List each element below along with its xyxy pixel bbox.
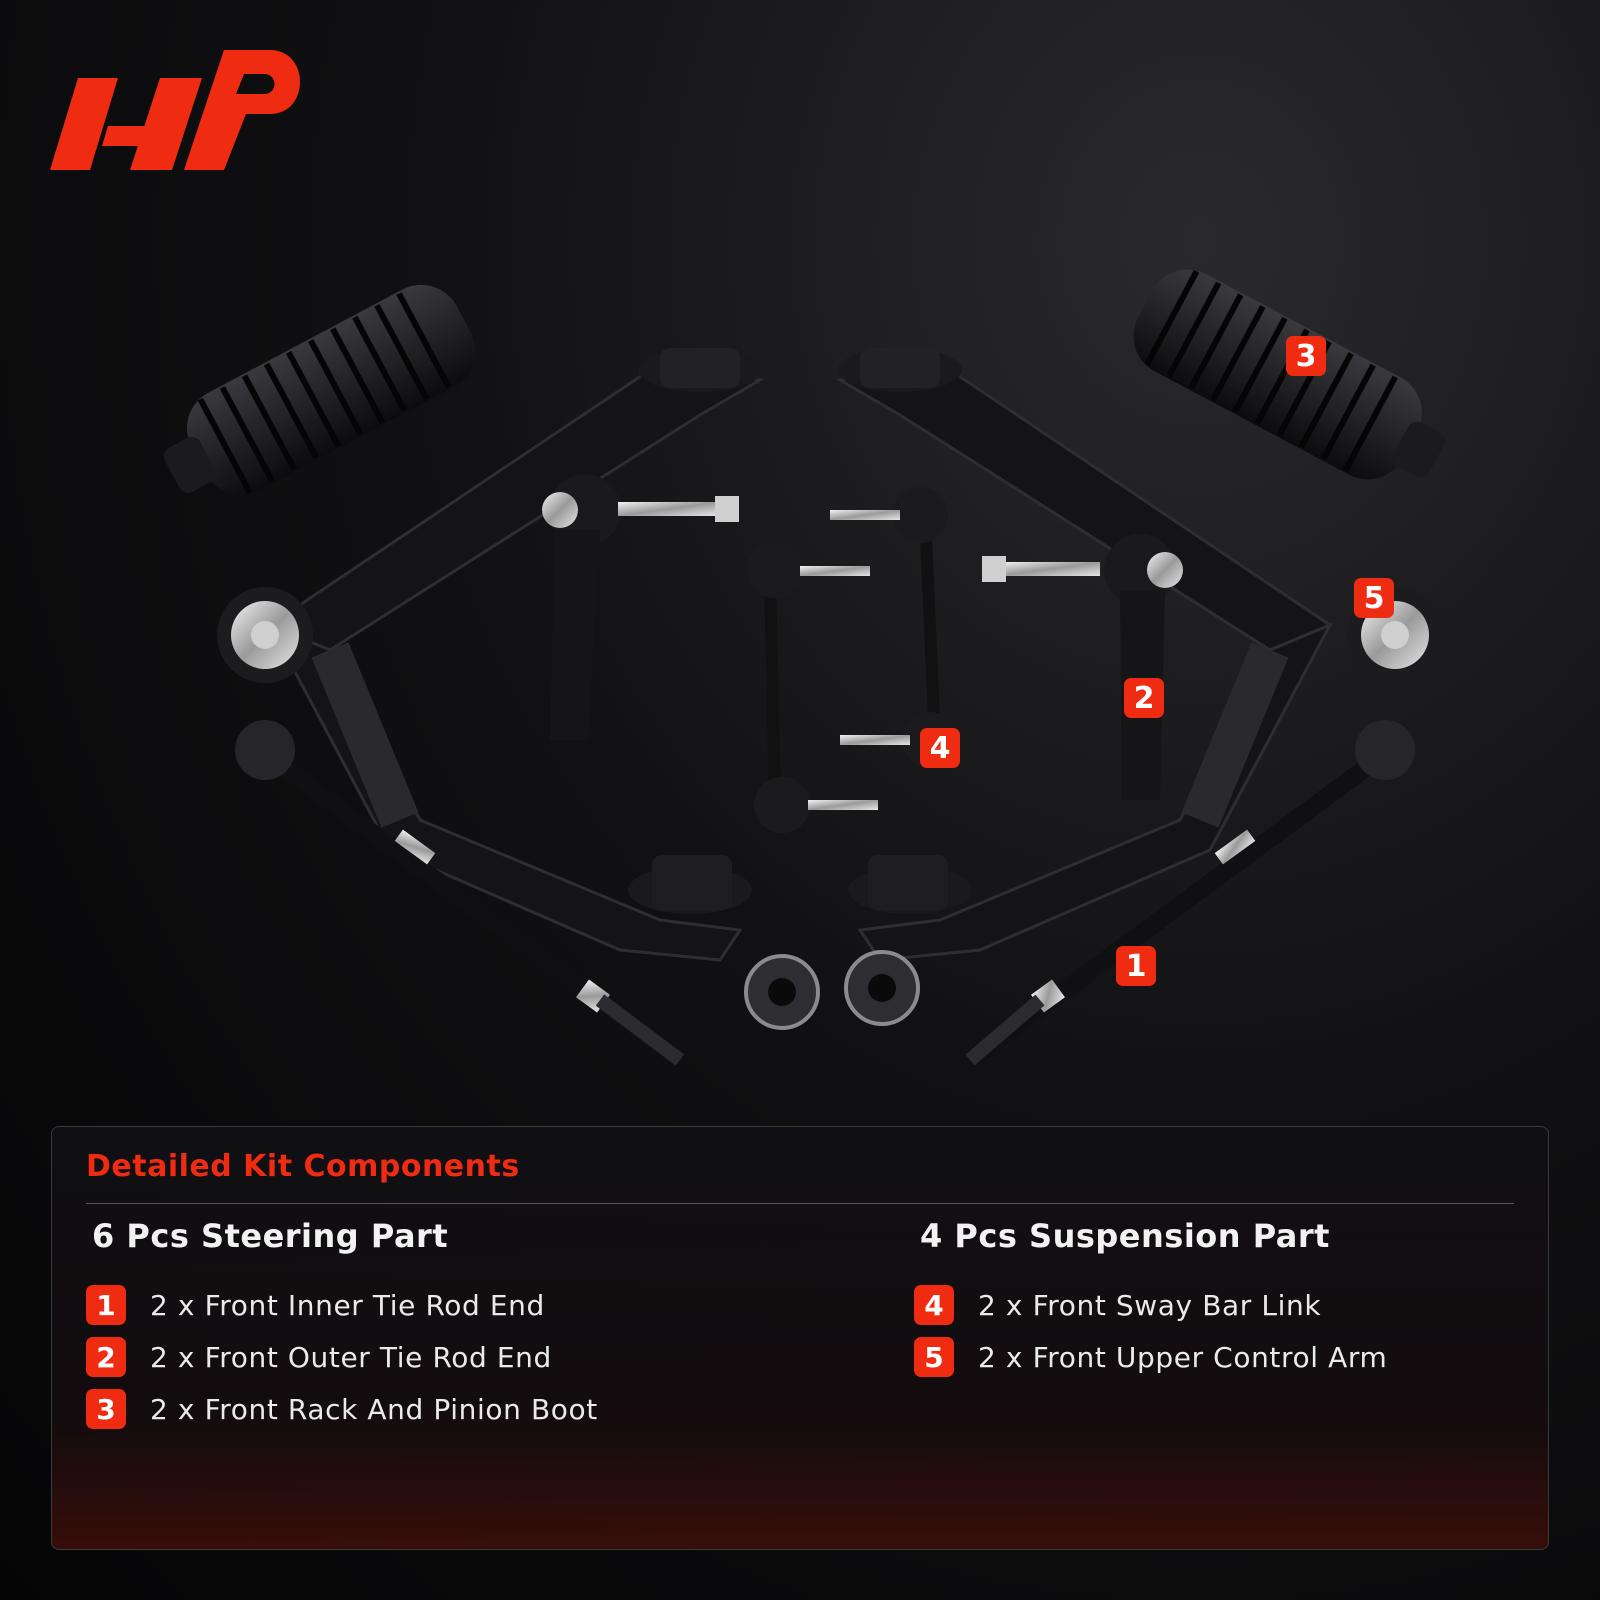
suspension-heading: 4 Pcs Suspension Part [920, 1217, 1330, 1255]
divider [86, 1203, 1514, 1204]
product-illustration: 3 5 2 4 1 [0, 230, 1600, 1100]
list-item: 5 2 x Front Upper Control Arm [914, 1331, 1387, 1383]
lock-washers [744, 950, 920, 1030]
steering-heading: 6 Pcs Steering Part [92, 1217, 449, 1255]
rack-boot-left [164, 284, 476, 495]
item-text: 2 x Front Inner Tie Rod End [150, 1288, 545, 1322]
item-number-badge: 1 [86, 1285, 126, 1325]
item-number-badge: 4 [914, 1285, 954, 1325]
list-item: 4 2 x Front Sway Bar Link [914, 1279, 1387, 1331]
rack-boot-right [1133, 269, 1445, 480]
control-arm-left [217, 348, 765, 962]
inner-tie-rod-right [964, 720, 1415, 1068]
callout-2: 2 [1124, 678, 1164, 718]
outer-tie-rod-left [542, 474, 739, 740]
sway-bar-link-right [830, 487, 958, 768]
callout-4: 4 [920, 728, 960, 768]
outer-tie-rod-right [982, 534, 1183, 800]
item-text: 2 x Front Outer Tie Rod End [150, 1340, 552, 1374]
item-number-badge: 3 [86, 1389, 126, 1429]
suspension-parts-column: 4 Pcs Suspension Part 4 2 x Front Sway B… [914, 1217, 1387, 1383]
item-number-badge: 5 [914, 1337, 954, 1377]
item-text: 2 x Front Sway Bar Link [978, 1288, 1322, 1322]
item-text: 2 x Front Rack And Pinion Boot [150, 1392, 598, 1426]
parts-drawing [164, 269, 1445, 1068]
panel-title: Detailed Kit Components [86, 1149, 520, 1184]
list-item: 1 2 x Front Inner Tie Rod End [86, 1279, 598, 1331]
list-item: 3 2 x Front Rack And Pinion Boot [86, 1383, 598, 1435]
sway-bar-link-left [747, 542, 878, 833]
control-arm-right [835, 348, 1443, 962]
brand-logo [50, 50, 300, 170]
inner-tie-rod-left [235, 720, 686, 1068]
steering-parts-column: 6 Pcs Steering Part 1 2 x Front Inner Ti… [86, 1217, 598, 1435]
callout-3: 3 [1286, 336, 1326, 376]
callout-5: 5 [1354, 578, 1394, 618]
item-text: 2 x Front Upper Control Arm [978, 1340, 1388, 1374]
list-item: 2 2 x Front Outer Tie Rod End [86, 1331, 598, 1383]
item-number-badge: 2 [86, 1337, 126, 1377]
callout-1: 1 [1116, 946, 1156, 986]
kit-components-panel: Detailed Kit Components 6 Pcs Steering P… [51, 1126, 1549, 1550]
